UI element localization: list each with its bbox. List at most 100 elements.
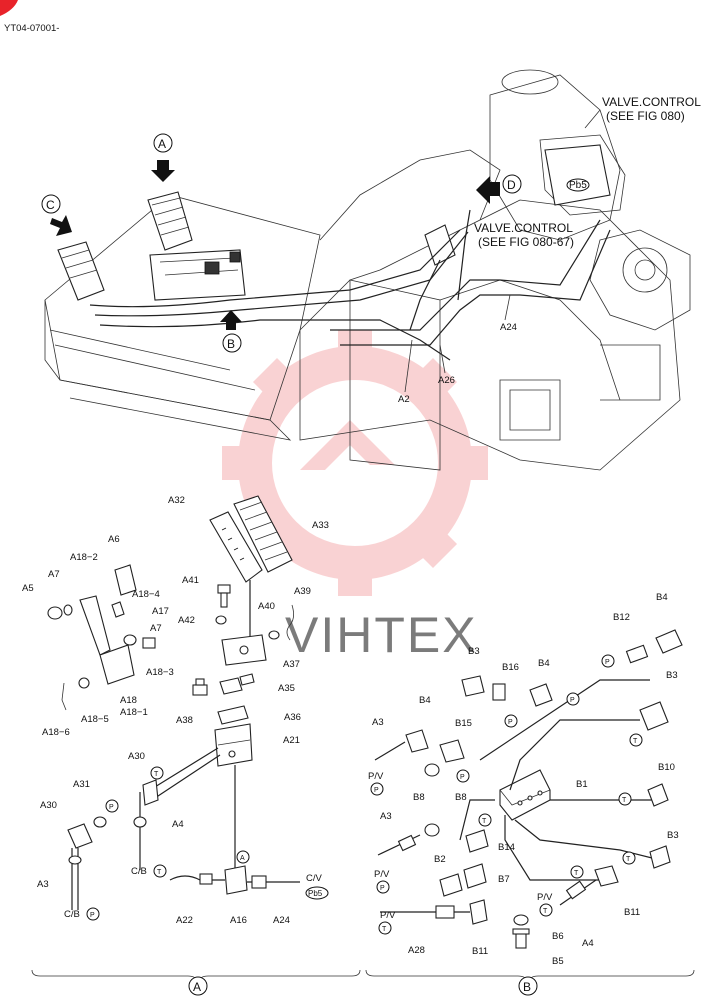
part-label-section-b-b16: B16 bbox=[502, 662, 519, 673]
part-label-view-markers-b: B bbox=[227, 337, 235, 351]
label-a26: A26 bbox=[438, 375, 455, 386]
part-label-section-a-a22: A22 bbox=[176, 915, 193, 926]
section-b-parts bbox=[374, 629, 683, 949]
part-label-section-a-a17: A17 bbox=[152, 606, 169, 617]
part-label-section-b-pv3: P/V bbox=[537, 892, 553, 903]
part-label-section-b-p1: P bbox=[605, 659, 610, 666]
part-label-section-a-a33: A33 bbox=[312, 520, 329, 531]
part-label-section-a-a18-5: A18−5 bbox=[81, 714, 109, 725]
part-label-section-b-t4: T bbox=[574, 870, 579, 877]
part-label-section-a-p2: P bbox=[90, 912, 95, 919]
part-label-section-b-b3-1: B3 bbox=[468, 646, 480, 657]
part-label-section-a-a37: A37 bbox=[283, 659, 300, 670]
part-label-section-a-a40: A40 bbox=[258, 601, 275, 612]
part-label-section-b-b4-2: B4 bbox=[538, 658, 550, 669]
part-label-view-markers-d: D bbox=[507, 178, 516, 192]
part-label-section-a-a38: A38 bbox=[176, 715, 193, 726]
part-label-section-b-b2: B2 bbox=[434, 854, 446, 865]
part-label-section-a-a32: A32 bbox=[168, 495, 185, 506]
part-label-section-b-t1: T bbox=[633, 738, 638, 745]
part-label-section-a-a18: A18 bbox=[120, 695, 137, 706]
footer-brace-b: B bbox=[365, 969, 695, 996]
part-label-section-a-a24: A24 bbox=[273, 915, 290, 926]
hydraulic-lines bbox=[89, 209, 611, 361]
part-label-section-b-t2: T bbox=[622, 797, 627, 804]
part-label-section-b-t6: T bbox=[543, 908, 548, 915]
part-label-footer-b: B bbox=[523, 980, 531, 994]
part-label-top-labels-pb5: Pb5 bbox=[569, 180, 587, 191]
part-label-section-b-b6: B6 bbox=[552, 931, 564, 942]
part-label-section-a-a5: A5 bbox=[22, 583, 34, 594]
part-label-section-b-b11-2: B11 bbox=[472, 946, 488, 957]
part-label-section-a-a30-2: A30 bbox=[40, 800, 57, 811]
part-label-section-a-a18-4: A18−4 bbox=[132, 589, 160, 600]
part-label-footer-a: A bbox=[193, 980, 201, 994]
part-label-section-b-a3-1: A3 bbox=[372, 717, 384, 728]
part-label-section-b-a28: A28 bbox=[408, 945, 425, 956]
label-a24: A24 bbox=[500, 322, 517, 333]
part-label-section-b-b10: B10 bbox=[658, 762, 675, 773]
part-label-section-b-b3-3: B3 bbox=[667, 830, 679, 841]
part-label-section-b-b4-1: B4 bbox=[656, 592, 668, 603]
pb5-badge-top bbox=[566, 178, 590, 192]
watermark-text: VIHTEX bbox=[285, 607, 478, 663]
part-label-section-b-t3: T bbox=[482, 818, 487, 825]
part-label-section-a-a36: A36 bbox=[284, 712, 301, 723]
machine-frame bbox=[44, 69, 691, 471]
footer-brace-a: A bbox=[31, 969, 361, 996]
part-label-section-a-a21: A21 bbox=[283, 735, 300, 746]
valve-control-2-line2: (SEE FIG 080-67) bbox=[478, 235, 574, 249]
valve-control-1-line2: (SEE FIG 080) bbox=[606, 109, 685, 123]
corner-tab bbox=[0, 0, 18, 16]
part-label-section-a-cb-p: C/B bbox=[64, 909, 80, 920]
section-a-parts bbox=[47, 495, 300, 910]
part-label-section-a-a30-1: A30 bbox=[128, 751, 145, 762]
part-label-section-b-b5: B5 bbox=[552, 956, 564, 967]
part-label-section-b-p4: P bbox=[374, 787, 379, 794]
part-label-section-a-a31: A31 bbox=[73, 779, 90, 790]
part-label-section-a-t1: T bbox=[154, 771, 159, 778]
view-arrow-c: C bbox=[41, 194, 72, 236]
part-label-section-b-b12: B12 bbox=[613, 612, 630, 623]
part-label-section-a-a35: A35 bbox=[278, 683, 295, 694]
part-label-section-b-a3-2: A3 bbox=[380, 811, 392, 822]
label-a2: A2 bbox=[398, 394, 410, 405]
part-label-section-b-b8-2: B8 bbox=[413, 792, 425, 803]
part-label-section-b-pv1: P/V bbox=[368, 771, 384, 782]
part-label-section-b-b15: B15 bbox=[455, 718, 472, 729]
part-label-section-b-b8-1: B8 bbox=[455, 792, 467, 803]
part-label-section-b-pv4: P/V bbox=[380, 910, 396, 921]
part-label-section-a-a18-2: A18−2 bbox=[70, 552, 98, 563]
document-code: YT04-07001- bbox=[4, 23, 59, 34]
view-arrow-a: A bbox=[151, 133, 175, 182]
part-label-section-a-a7-1: A7 bbox=[48, 569, 60, 580]
part-label-section-a-a4: A4 bbox=[172, 819, 184, 830]
part-label-section-a-cv: C/V bbox=[306, 873, 323, 884]
part-label-section-b-b3-2: B3 bbox=[666, 670, 678, 681]
part-label-section-a-a: A bbox=[240, 855, 245, 862]
part-label-section-a-a6: A6 bbox=[108, 534, 120, 545]
part-label-section-b-p3: P bbox=[508, 719, 513, 726]
part-label-section-b-b14: B14 bbox=[498, 842, 515, 853]
part-label-section-b-a4: A4 bbox=[582, 938, 594, 949]
part-label-section-b-t5: T bbox=[626, 856, 631, 863]
part-label-section-a-a18-6: A18−6 bbox=[42, 727, 70, 738]
part-label-section-a-a41: A41 bbox=[182, 575, 199, 586]
part-label-section-b-pv2: P/V bbox=[374, 869, 390, 880]
part-label-section-b-p6: P bbox=[380, 885, 385, 892]
part-label-section-b-b11-1: B11 bbox=[624, 907, 640, 918]
valve-control-1-line1: VALVE.CONTROL bbox=[602, 95, 701, 109]
section-a-labels: A32 A33 A6 A18−2 A7 A5 A18−4 A17 A7 A41 … bbox=[22, 495, 329, 926]
part-label-section-a-a39: A39 bbox=[294, 586, 311, 597]
part-label-section-b-t7: T bbox=[382, 926, 387, 933]
part-label-section-a-cb-t: C/B bbox=[131, 866, 147, 877]
part-label-section-a-a18-3: A18−3 bbox=[146, 667, 174, 678]
view-arrow-b: B bbox=[220, 310, 242, 353]
part-label-section-b-p5: P bbox=[460, 774, 465, 781]
part-label-section-a-a18-1: A18−1 bbox=[120, 707, 148, 718]
part-label-section-b-b4-3: B4 bbox=[419, 695, 431, 706]
part-label-section-b-b1: B1 bbox=[576, 779, 588, 790]
part-label-section-a-a3: A3 bbox=[37, 879, 49, 890]
part-label-section-a-pb5: Pb5 bbox=[308, 889, 323, 898]
